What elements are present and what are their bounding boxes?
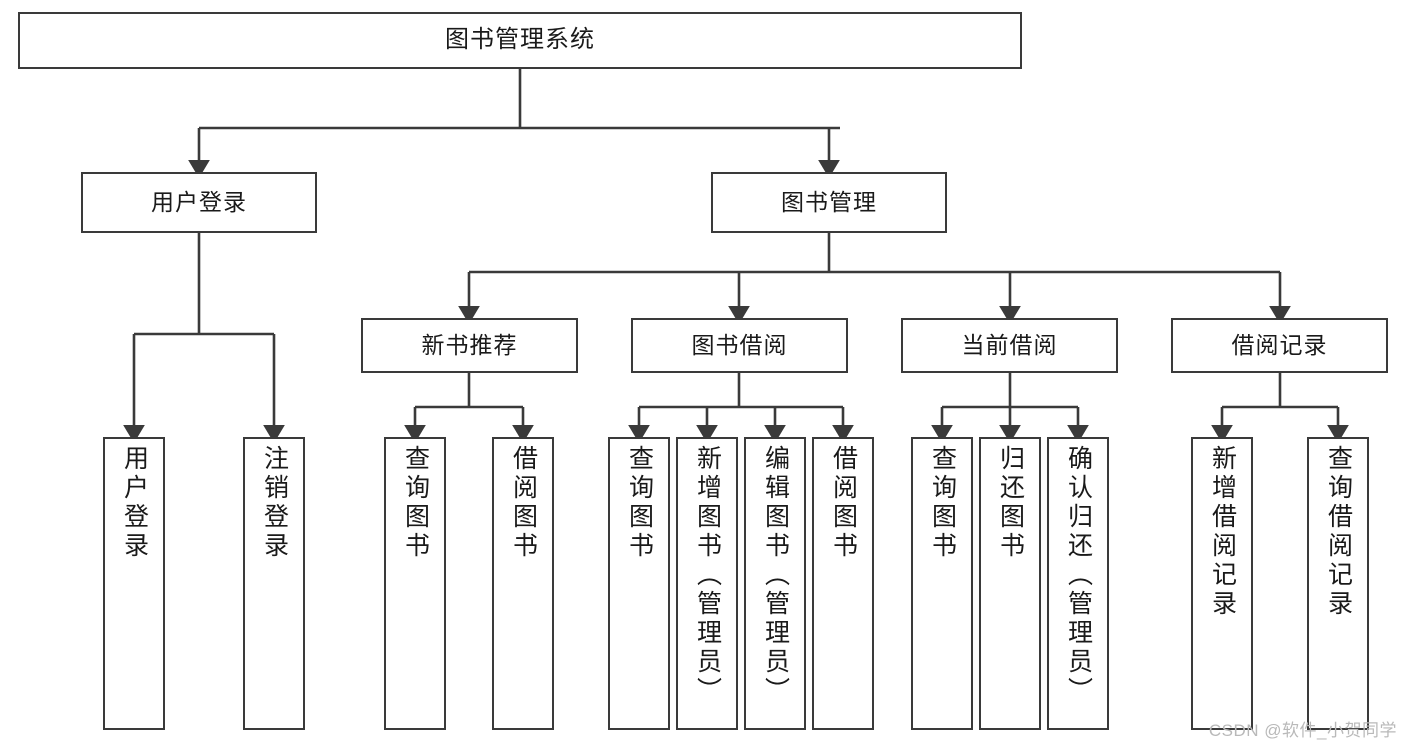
leaf-user-login-logout[interactable]: 注销登录 [243,437,305,730]
node-label: 查询图书 [625,445,654,561]
leaf-book-borrow-edit[interactable]: 编辑图书（管理员） [744,437,806,730]
leaf-current-borrow-return[interactable]: 归还图书 [979,437,1041,730]
leaf-borrow-record-query[interactable]: 查询借阅记录 [1307,437,1369,730]
node-label: 确认归还（管理员） [1064,445,1093,706]
node-label: 新增图书（管理员） [693,445,722,706]
node-label: 图书借阅 [691,331,788,358]
node-current-borrow[interactable]: 当前借阅 [901,318,1118,373]
node-label: 用户登录 [120,445,149,561]
node-label: 查询图书 [928,445,957,561]
leaf-borrow-record-add[interactable]: 新增借阅记录 [1191,437,1253,730]
node-label: 编辑图书（管理员） [761,445,790,706]
leaf-book-borrow-borrow[interactable]: 借阅图书 [812,437,874,730]
node-label: 用户登录 [151,188,247,215]
node-user-login[interactable]: 用户登录 [81,172,317,233]
node-label: 注销登录 [260,445,289,561]
leaf-user-login-login[interactable]: 用户登录 [103,437,165,730]
leaf-book-borrow-query[interactable]: 查询图书 [608,437,670,730]
leaf-new-book-borrow[interactable]: 借阅图书 [492,437,554,730]
node-new-book-recommend[interactable]: 新书推荐 [361,318,578,373]
node-label: 图书管理 [781,188,877,215]
node-book-borrow[interactable]: 图书借阅 [631,318,848,373]
node-label: 新增借阅记录 [1208,445,1237,619]
node-label: 当前借阅 [961,331,1058,358]
node-label: 查询借阅记录 [1324,445,1353,619]
node-label: 借阅图书 [829,445,858,561]
leaf-current-borrow-confirm-return[interactable]: 确认归还（管理员） [1047,437,1109,730]
node-label: 归还图书 [996,445,1025,561]
node-label: 图书管理系统 [445,26,595,54]
node-label: 借阅图书 [509,445,538,561]
leaf-new-book-query[interactable]: 查询图书 [384,437,446,730]
node-book-management[interactable]: 图书管理 [711,172,947,233]
node-label: 借阅记录 [1231,331,1328,358]
leaf-current-borrow-query[interactable]: 查询图书 [911,437,973,730]
watermark-text: CSDN @软件_小贺同学 [1208,721,1397,740]
node-label: 查询图书 [401,445,430,561]
node-label: 新书推荐 [421,331,518,358]
node-root-system[interactable]: 图书管理系统 [18,12,1022,69]
node-borrow-record[interactable]: 借阅记录 [1171,318,1388,373]
leaf-book-borrow-add[interactable]: 新增图书（管理员） [676,437,738,730]
